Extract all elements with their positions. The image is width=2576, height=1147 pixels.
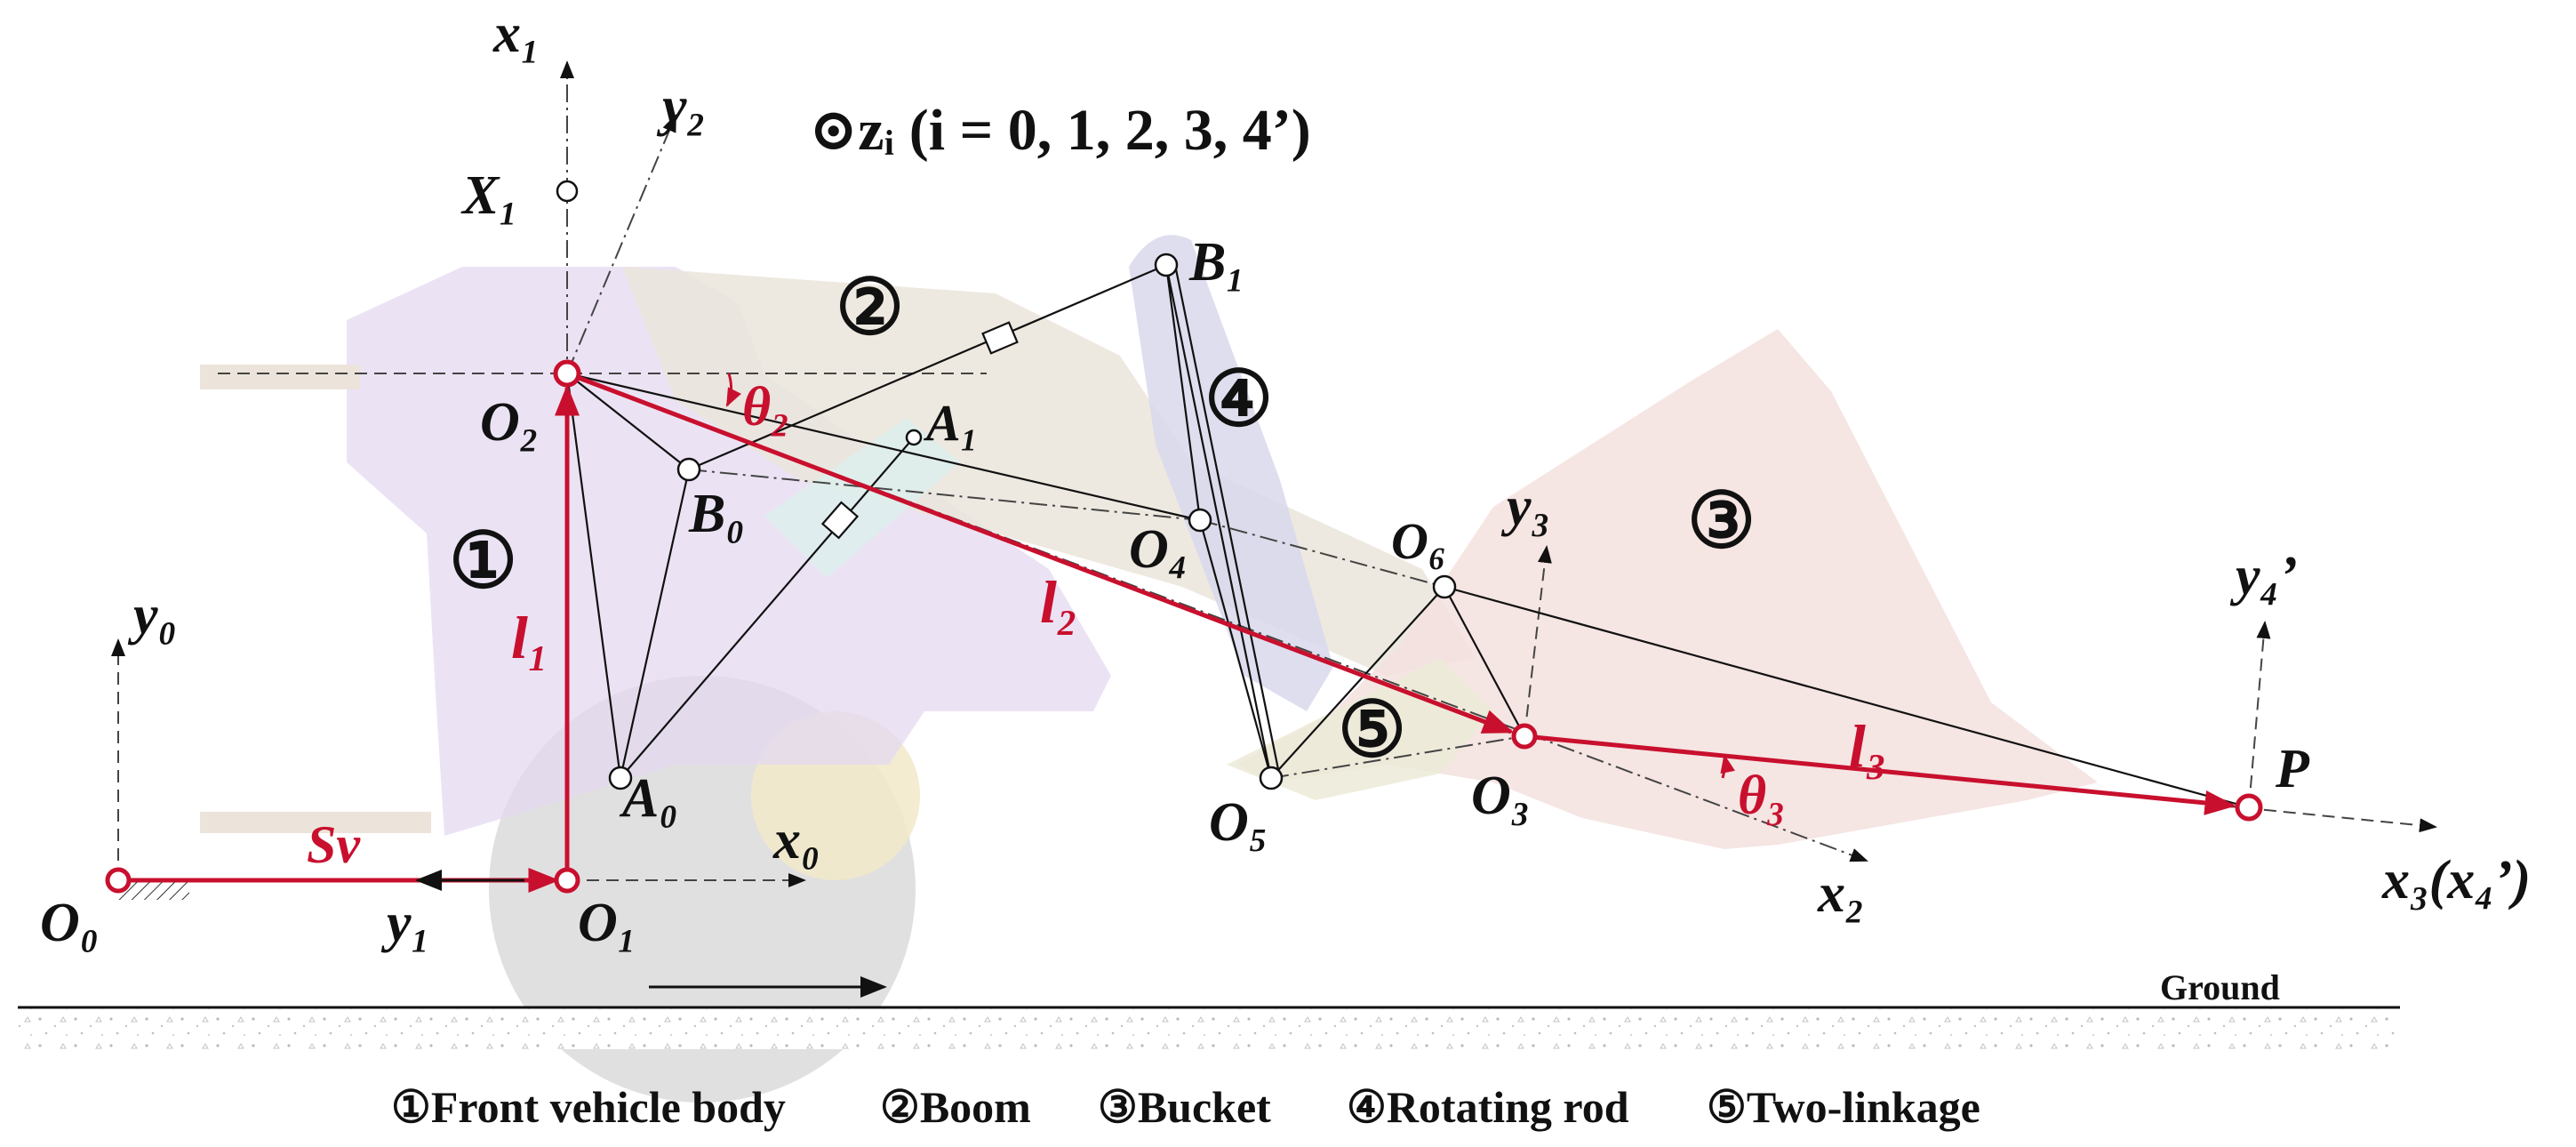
joint-X1 xyxy=(556,180,579,203)
joints xyxy=(105,180,2263,894)
label-x1: x₁ xyxy=(492,4,540,64)
label-num3: ③ xyxy=(1687,478,1756,564)
label-y3: y₃ xyxy=(1500,477,1550,537)
link-b1-o5a xyxy=(1164,264,1273,779)
label-l3: l₃ xyxy=(1849,712,1887,780)
link-b1-o4 xyxy=(1164,264,1202,521)
link-o5-o6 xyxy=(1270,586,1445,779)
label-O4: O₄ xyxy=(1129,519,1188,580)
joint-B1 xyxy=(1154,253,1179,277)
link-b0-b1 xyxy=(688,263,1167,471)
link-o4-o5 xyxy=(1198,519,1273,779)
label-num4: ④ xyxy=(1204,357,1273,442)
joint-A1 xyxy=(905,429,923,446)
label-y0: y₀ xyxy=(127,585,177,646)
link-o6-p xyxy=(1444,585,2250,809)
vector-chain xyxy=(118,371,2236,893)
legend-item-front-body: ①Front vehicle body xyxy=(391,1082,786,1132)
theta2-arc xyxy=(725,373,741,407)
label-B1: B₁ xyxy=(1188,232,1245,293)
link-a0-a1 xyxy=(620,437,915,779)
legend-item-boom: ②Boom xyxy=(880,1082,1031,1132)
label-num2: ② xyxy=(836,265,904,350)
ground-gravel xyxy=(18,1007,2400,1049)
joint-O0 xyxy=(105,867,132,894)
link-b0-a0 xyxy=(619,469,691,779)
machine-background xyxy=(200,235,2098,1103)
label-Sv: Sv xyxy=(307,815,361,874)
label-O1: O₁ xyxy=(578,893,636,953)
legend: ①Front vehicle body ②Boom ③Bucket ④Rotat… xyxy=(391,1082,1980,1132)
joint-A0 xyxy=(608,766,633,790)
bucket-cylinder-body xyxy=(820,501,860,540)
o5-o3-dashdot xyxy=(1270,735,1525,779)
y2-axis xyxy=(566,114,676,374)
label-O3: O₃ xyxy=(1471,766,1530,826)
label-theta2: θ₂ xyxy=(742,377,790,437)
link-b1-o5b xyxy=(1173,264,1282,779)
rotating-rod-shape xyxy=(1129,235,1333,711)
joint-O6 xyxy=(1432,574,1457,599)
label-O2: O₂ xyxy=(480,392,539,453)
link-o2-b0 xyxy=(566,373,690,470)
l2-vector xyxy=(566,371,1515,734)
label-A0: A₀ xyxy=(619,768,678,829)
ground-label: Ground xyxy=(2160,967,2280,1007)
label-l2: l₂ xyxy=(1040,568,1078,636)
label-num5: ⑤ xyxy=(1338,687,1406,773)
label-x0: x₀ xyxy=(772,810,820,870)
legend-item-two-linkage: ⑤Two-linkage xyxy=(1707,1082,1980,1132)
joint-O5 xyxy=(1259,766,1284,790)
joint-O1 xyxy=(554,867,580,894)
diagram-labels: ⊙zᵢ (i = 0, 1, 2, 3, 4’) x₁ y₂ X₁ B₁ ② ④… xyxy=(40,4,2531,953)
rear-cylinder-shape xyxy=(200,365,360,389)
link-o2-a0 xyxy=(565,373,622,779)
label-P: P xyxy=(2275,739,2310,799)
rear-step-shape xyxy=(200,812,431,833)
label-num1: ① xyxy=(449,518,517,604)
label-X1: X₁ xyxy=(460,165,518,226)
legend-item-rotating-rod: ④Rotating rod xyxy=(1347,1082,1629,1132)
joint-O4 xyxy=(1188,508,1212,533)
legend-item-bucket: ③Bucket xyxy=(1098,1082,1271,1132)
label-y2: y₂ xyxy=(656,76,706,137)
label-y1: y₁ xyxy=(380,893,430,953)
joint-B0 xyxy=(676,457,701,482)
joint-O3 xyxy=(1511,723,1538,750)
joint-O2 xyxy=(553,359,581,388)
label-O5: O₅ xyxy=(1209,792,1268,853)
label-l1: l₁ xyxy=(511,604,549,671)
label-A1: A₁ xyxy=(924,394,979,452)
front-body-shape xyxy=(347,267,1111,836)
joint-P xyxy=(2235,793,2263,822)
label-x2: x₂ xyxy=(1817,863,1865,924)
y3-axis xyxy=(1524,545,1552,737)
link-o2-o4 xyxy=(566,372,1201,522)
b0-o4-dashdot xyxy=(688,469,1201,521)
z-note: ⊙zᵢ (i = 0, 1, 2, 3, 4’) xyxy=(809,98,1311,163)
y4p-axis xyxy=(2248,621,2271,808)
ground-hatch xyxy=(118,882,189,900)
l3-vector xyxy=(1524,734,2236,815)
two-linkage-shape xyxy=(1227,658,1493,800)
o4-o6-dashdot xyxy=(1199,519,1445,588)
label-theta3: θ₃ xyxy=(1738,766,1786,826)
label-y4p: y₄’ xyxy=(2229,546,2298,606)
label-O6: O₆ xyxy=(1391,512,1446,570)
label-B0: B₀ xyxy=(688,484,745,544)
boom-cylinder-body xyxy=(981,321,1019,355)
theta3-arc xyxy=(1720,753,1735,779)
label-x3: x₃(x₄’) xyxy=(2381,850,2531,910)
label-O0: O₀ xyxy=(40,893,99,953)
mechanism-links xyxy=(565,263,2250,809)
ground: Ground xyxy=(18,967,2400,1049)
